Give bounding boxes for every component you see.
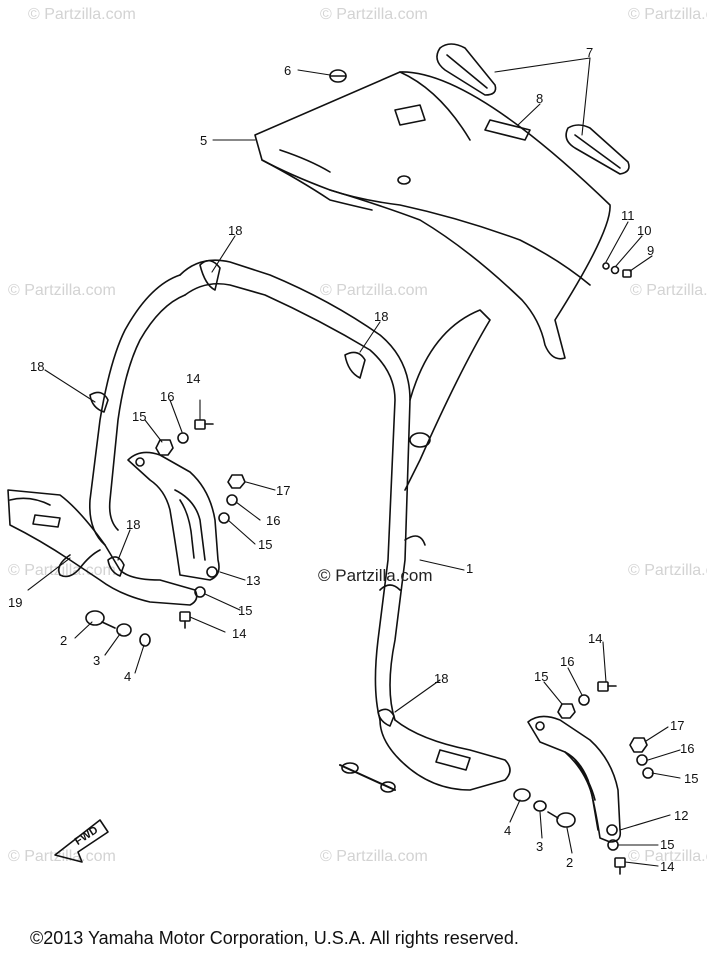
fastener-cluster-mid-left xyxy=(179,474,246,629)
callout-18-left: 18 xyxy=(30,359,45,374)
callout-15-upper-left: 15 xyxy=(132,409,147,424)
callout-12: 12 xyxy=(674,808,689,823)
callout-19: 19 xyxy=(8,595,23,610)
callout-18-lower-center: 18 xyxy=(434,671,449,686)
fastener-cluster-upper-left xyxy=(155,419,214,456)
callout-18-lower-left: 18 xyxy=(126,517,141,532)
callout-18-mid: 18 xyxy=(374,309,389,324)
watermark-top-center: © Partzilla.com xyxy=(320,6,428,23)
retainer-clip-19 xyxy=(57,549,101,578)
watermark-low-right: © Partzilla.com xyxy=(628,562,707,579)
right-plate-12 xyxy=(527,715,622,843)
callout-3-left: 3 xyxy=(93,653,101,668)
left-front-bracket xyxy=(7,489,198,606)
callout-15-upper-right: 15 xyxy=(534,669,549,684)
callout-10: 10 xyxy=(637,223,652,238)
tube-clamps xyxy=(89,259,395,727)
callout-14-upper-right: 14 xyxy=(588,631,603,646)
front-panel-part xyxy=(254,71,611,360)
callout-13: 13 xyxy=(246,573,261,588)
callout-6: 6 xyxy=(284,63,292,78)
callout-14-low-left: 14 xyxy=(232,626,247,641)
callout-2-right: 2 xyxy=(566,855,574,870)
fastener-cluster-upper-right xyxy=(557,681,617,719)
loose-bolt-bottom xyxy=(339,762,396,793)
watermark-top-left: © Partzilla.com xyxy=(28,6,136,23)
callout-4-left: 4 xyxy=(124,669,132,684)
callout-17-left: 17 xyxy=(276,483,291,498)
left-plate-13 xyxy=(127,451,220,581)
callout-15-low-left: 15 xyxy=(238,603,253,618)
callout-9: 9 xyxy=(647,243,655,258)
watermark-mid-left: © Partzilla.com xyxy=(8,282,116,299)
callout-11: 11 xyxy=(621,208,635,223)
callout-4-right: 4 xyxy=(504,823,512,838)
watermark-bottom-right: © Partzilla.com xyxy=(628,848,707,865)
callout-16-mid-right: 16 xyxy=(680,741,695,756)
watermark-top-right: © Partzilla.com xyxy=(628,6,707,23)
callout-16-mid-left: 16 xyxy=(266,513,281,528)
callout-15-mid-right: 15 xyxy=(684,771,699,786)
bumper-pad-right xyxy=(565,124,630,175)
bolt-6 xyxy=(329,69,347,83)
callout-5: 5 xyxy=(200,133,208,148)
main-frame-tube xyxy=(88,259,511,791)
callout-18-top: 18 xyxy=(228,223,243,238)
fastener-cluster-lower-left xyxy=(85,610,151,647)
callout-16-upper-left: 16 xyxy=(160,389,175,404)
callout-3-right: 3 xyxy=(536,839,544,854)
callout-2-left: 2 xyxy=(60,633,68,648)
copyright-notice: ©2013 Yamaha Motor Corporation, U.S.A. A… xyxy=(30,928,519,948)
callout-16-upper-right: 16 xyxy=(560,654,575,669)
center-watermark: © Partzilla.com xyxy=(318,566,433,585)
callout-14-upper-left: 14 xyxy=(186,371,201,386)
fastener-cluster-mid-right xyxy=(607,737,654,875)
forward-arrow xyxy=(54,819,109,863)
leader-lines xyxy=(27,57,681,867)
callout-15-mid-left: 15 xyxy=(258,537,273,552)
callout-7: 7 xyxy=(586,45,594,60)
fasteners-9-10-11 xyxy=(602,262,632,278)
watermark-low-left: © Partzilla.com xyxy=(8,562,116,579)
watermark-mid-center: © Partzilla.com xyxy=(320,282,428,299)
watermark-mid-right: © Partzilla.com xyxy=(630,282,707,299)
watermark-bottom-center: © Partzilla.com xyxy=(320,848,428,865)
callout-15-low-right: 15 xyxy=(660,837,675,852)
callout-8: 8 xyxy=(536,91,544,106)
callout-1: 1 xyxy=(466,561,474,576)
callout-17-right: 17 xyxy=(670,718,685,733)
callout-14-low-right: 14 xyxy=(660,859,675,874)
fastener-cluster-lower-right xyxy=(513,788,576,828)
bumper-pad-left xyxy=(436,43,497,96)
